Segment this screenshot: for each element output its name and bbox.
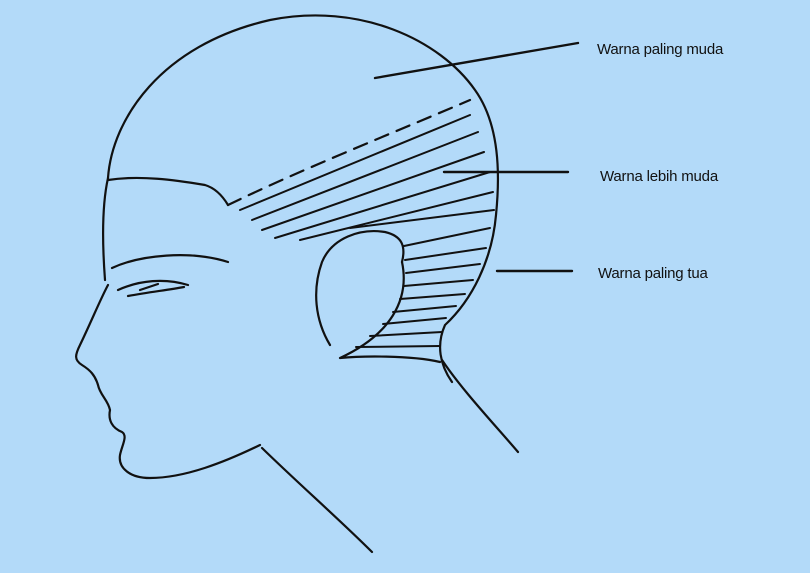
label-lighter-color: Warna lebih muda [600, 168, 718, 185]
neck-front-line [262, 448, 372, 552]
eyebrow-line [112, 255, 228, 268]
label-lightest-color: Warna paling muda [597, 41, 723, 58]
leader-line-lightest [375, 43, 578, 78]
lighter-zone-hatching [240, 115, 494, 240]
hairline-top [108, 178, 228, 205]
neck-back-line [442, 360, 518, 452]
label-darkest-color: Warna paling tua [598, 265, 708, 282]
eye-lower [128, 287, 184, 296]
ear-outline [316, 231, 403, 345]
face-profile [76, 285, 260, 478]
eye-pupil [140, 284, 158, 290]
hairline-front [103, 178, 108, 280]
darkest-zone-hatching [356, 228, 490, 347]
head-outline [108, 15, 498, 382]
